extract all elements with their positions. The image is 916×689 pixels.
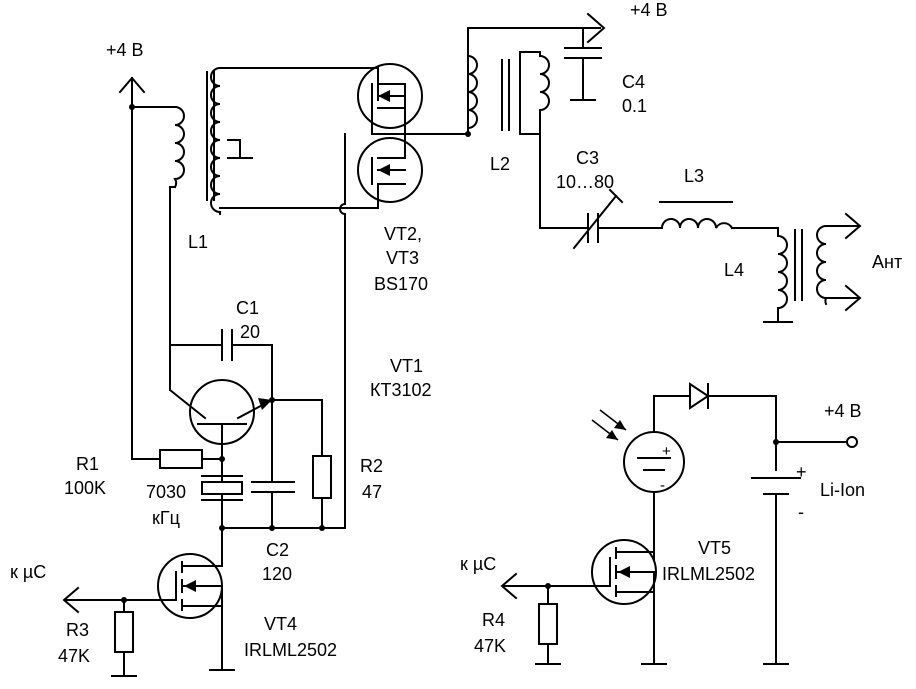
- C1-value: 20: [240, 322, 260, 342]
- resistor-R1: [159, 449, 225, 469]
- VT23-label-1: VT2,: [384, 224, 422, 244]
- C2-name: C2: [266, 540, 289, 560]
- transistor-VT2: [357, 63, 423, 135]
- L3-label: L3: [684, 166, 704, 186]
- R4-name: R4: [482, 610, 505, 630]
- diode: [653, 382, 858, 471]
- VT1-name: VT1: [390, 356, 423, 376]
- to-mc-left-label: к µC: [10, 562, 46, 582]
- inductor-L1: [169, 66, 379, 346]
- R2-name: R2: [360, 456, 383, 476]
- photocell: [591, 395, 685, 561]
- transistor-VT1: [168, 344, 323, 501]
- resistor-R4: [535, 585, 561, 665]
- vcc-rail-left: [118, 76, 171, 460]
- VT23-label-3: BS170: [374, 274, 428, 294]
- C2-value: 120: [262, 564, 292, 584]
- resistor-R3: [111, 599, 137, 677]
- capacitor-C4: [564, 27, 602, 101]
- battery-label: Li-Ion: [820, 480, 865, 500]
- antenna-label: Ант: [872, 252, 902, 272]
- resistor-R2: [312, 455, 332, 529]
- C3-name: C3: [576, 148, 599, 168]
- VT4-part: IRLML2502: [244, 640, 337, 660]
- to-mc-right-label: к µC: [460, 554, 496, 574]
- C3-value: 10…80: [556, 172, 614, 192]
- C4-value: 0.1: [622, 96, 647, 116]
- R4-value: 47K: [474, 636, 506, 656]
- vcc-left-label: +4 В: [106, 40, 144, 60]
- transistor-VT5: [500, 539, 667, 665]
- VT4-name: VT4: [264, 614, 297, 634]
- inductor-L4: [763, 212, 862, 323]
- inductor-L3: [659, 201, 779, 237]
- L4-label: L4: [724, 260, 744, 280]
- crystal-freq: 7030: [146, 482, 186, 502]
- C4-name: C4: [622, 72, 645, 92]
- battery-plus: +: [796, 462, 807, 482]
- transistor-VT4: [62, 527, 235, 671]
- R3-name: R3: [66, 620, 89, 640]
- capacitor-C1: [169, 329, 273, 401]
- battery-minus: -: [798, 502, 804, 522]
- wire-emitter-bus: [219, 525, 346, 531]
- L2-label: L2: [490, 154, 510, 174]
- crystal-7030: [201, 475, 243, 529]
- R1-name: R1: [76, 454, 99, 474]
- capacitor-C2: [251, 399, 295, 529]
- VT5-part: IRLML2502: [662, 564, 755, 584]
- R3-value: 47K: [58, 646, 90, 666]
- R1-value: 100K: [64, 478, 106, 498]
- C1-name: C1: [236, 298, 259, 318]
- photocell-minus: -: [660, 477, 665, 494]
- vcc-right-label: +4 В: [824, 401, 862, 421]
- VT1-part: КТ3102: [370, 380, 432, 400]
- VT23-label-2: VT3: [386, 248, 419, 268]
- inductor-L2: [466, 12, 606, 229]
- capacitor-C3: [571, 188, 663, 250]
- VT5-name: VT5: [698, 538, 731, 558]
- battery: [751, 477, 801, 665]
- transistor-VT3: [357, 133, 423, 209]
- L1-label: L1: [188, 232, 208, 252]
- photocell-plus: +: [662, 443, 671, 460]
- vcc-top-label: +4 В: [630, 0, 668, 20]
- crystal-unit: кГц: [152, 508, 180, 528]
- R2-value: 47: [362, 482, 382, 502]
